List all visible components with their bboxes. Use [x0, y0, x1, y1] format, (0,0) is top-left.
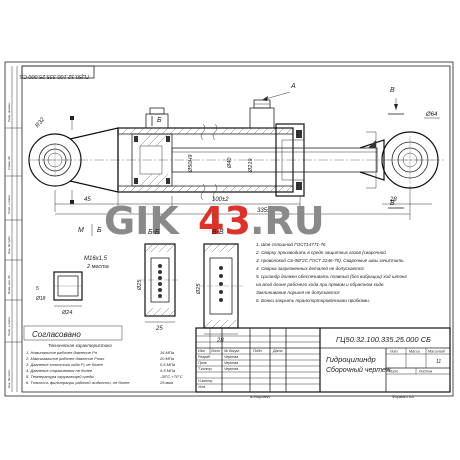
spec-1-label: 1. Номинальное рабочее давление Pн	[26, 350, 98, 355]
tb-utv: Утв.	[198, 385, 206, 389]
side-label-5: Взам. инв. №	[7, 275, 11, 294]
specs-heading: Техническая характеристика	[48, 343, 112, 348]
note-8: 6. Бонки закрыть транспортировочными про…	[256, 298, 370, 303]
spec-4-label: 4. Давление страгивания не более	[26, 368, 93, 373]
view-label-b-bottom: Б	[97, 227, 102, 234]
note-1: 1. Шов сплошной ГОСТ14771-76	[256, 241, 326, 247]
tb-data: Дата	[272, 349, 282, 353]
tb-ndoc: № докум.	[224, 349, 240, 353]
tb-razrab: Разраб.	[198, 355, 211, 359]
piston-rod	[171, 147, 378, 173]
dim-d40: Ø40	[227, 157, 233, 169]
spec-6-label: 6. Тонкость фильтрации рабочей жидкости,…	[26, 380, 130, 385]
dim-l28-section: 28	[216, 338, 224, 344]
tb-podp: Подп.	[253, 349, 263, 353]
spec-4-value: 0,5 МПа	[160, 368, 176, 373]
tb-name2: Чернова	[224, 361, 238, 365]
spec-3-value: 0,6 МПа	[160, 362, 176, 367]
tb-format: Формат А3	[392, 394, 415, 399]
dim-d25-vv: Ø25	[196, 283, 202, 295]
dim-t5: 5	[36, 286, 39, 292]
watermark-part2: 43	[198, 199, 251, 243]
tb-nkontr: Н.контр.	[198, 379, 213, 383]
dim-l28-main: 28	[389, 197, 397, 203]
dim-d25: Ø25	[137, 279, 143, 291]
sheet-outer-frame	[4, 61, 454, 397]
note-5: 5. Цилиндр должен обеспечивать плавный (…	[256, 273, 407, 279]
side-label-6: Подп. и дата	[7, 317, 11, 336]
tb-name3: Чернова	[224, 367, 238, 371]
section-b-b: Б-Б 25 Ø25	[137, 229, 180, 332]
dim-places: 2 места	[86, 264, 109, 270]
gland-head	[275, 123, 305, 197]
note-4: 4. Сварка загрязненных деталей не допуск…	[256, 265, 365, 271]
view-label-m: М	[78, 227, 84, 234]
tb-listov: Листов	[418, 370, 432, 374]
spec-1-value: 16 МПа	[160, 350, 175, 355]
dim-d24: Ø24	[61, 310, 72, 316]
spec-5-value: -35°С +70°С	[160, 374, 183, 379]
dim-d64: Ø64	[425, 112, 438, 118]
section-v-v: В-В 28 Ø25	[196, 229, 243, 344]
approved-label: Согласовано	[32, 330, 81, 339]
spec-2-value: 20 МПа	[159, 356, 175, 361]
detail-view-m: М16х1,5 2 места Ø24 5 Ø18	[35, 256, 109, 316]
tb-kopiroval: Копировал	[250, 394, 271, 399]
tb-lit: Лит.	[389, 350, 398, 354]
tb-masshtab: Масштаб	[428, 350, 446, 354]
title-code: ГЦ50.32.100.335.25.000 СБ	[336, 335, 431, 344]
dim-l25: 25	[155, 326, 163, 332]
section-vv-label: В-В	[212, 229, 224, 236]
title-block: Изм Лист № докум. Подп. Дата Разраб. Чер…	[195, 327, 451, 393]
side-label-2: Справ. №	[7, 156, 11, 170]
spec-3-label: 3. Давление холостого хода P₀ не более	[26, 362, 104, 367]
watermark-part1: GIK	[104, 199, 180, 243]
side-label-3: Подп. и дата	[7, 195, 11, 214]
tb-list: Лист	[210, 349, 220, 353]
tb-prov: Пров.	[198, 361, 207, 365]
tb-massa: Масса	[409, 350, 420, 354]
side-label-1: Перв. примен.	[7, 102, 11, 122]
tech-specs: Техническая характеристика 1. Номинально…	[25, 343, 183, 385]
spec-6-value: 25 мкм	[159, 380, 173, 385]
note-6: на всей длине рабочего хода при прямом и…	[256, 281, 385, 287]
note-7: Заклинивание поршня не допускается	[256, 290, 340, 295]
spec-5-label: 5. Температура окружающей среды	[26, 374, 94, 379]
dim-l100: 100±2	[212, 197, 229, 203]
dim-d18: Ø18	[35, 296, 46, 302]
view-label-b-top: Б	[157, 117, 162, 124]
tb-tkontr: Т.контр.	[198, 367, 213, 371]
tb-scale-value: 11	[436, 359, 441, 365]
watermark-part3: .RU	[250, 199, 325, 243]
dim-l335: 335±3	[257, 208, 274, 214]
drawing-code-top: ГЦ50.32.100.335.25.000 СБ	[19, 73, 89, 79]
dim-l45: 45	[84, 197, 91, 203]
note-3: 3. проволокой Св-08Г2С ГОСТ 2246-70). Св…	[256, 257, 405, 263]
side-label-4: Инв. № дубл.	[7, 235, 11, 254]
dim-d50h9: Ø50Н9	[188, 155, 194, 173]
spec-2-label: 2. Максимальное рабочее давление Pmax	[25, 356, 105, 361]
tb-izm: Изм	[198, 349, 205, 353]
technical-notes: 1. Шов сплошной ГОСТ14771-76 2. Сварку п…	[255, 241, 407, 303]
note-2: 2. Сварку производить в среде защитных г…	[255, 249, 386, 255]
side-label-7: Инв. № подл.	[7, 369, 11, 388]
view-label-v-top: В	[390, 87, 395, 94]
view-label-a: А	[290, 83, 296, 90]
dim-m16: М16х1,5	[84, 256, 108, 262]
title-name-1: Гидроцилиндр	[326, 355, 376, 364]
cylinder-barrel	[117, 123, 294, 201]
tb-list-of: Лист	[388, 370, 398, 374]
view-label-v-bottom: В	[390, 200, 395, 207]
dim-d219: Ø219	[248, 159, 254, 173]
watermark-logo: GIK 43 .RU	[104, 199, 325, 243]
port-a-left	[145, 107, 169, 129]
tb-name1: Чернова	[224, 355, 238, 359]
title-name-2: Сборочный чертеж	[326, 366, 392, 374]
section-bb-label: Б-Б	[148, 229, 160, 236]
approved-box	[23, 325, 123, 341]
